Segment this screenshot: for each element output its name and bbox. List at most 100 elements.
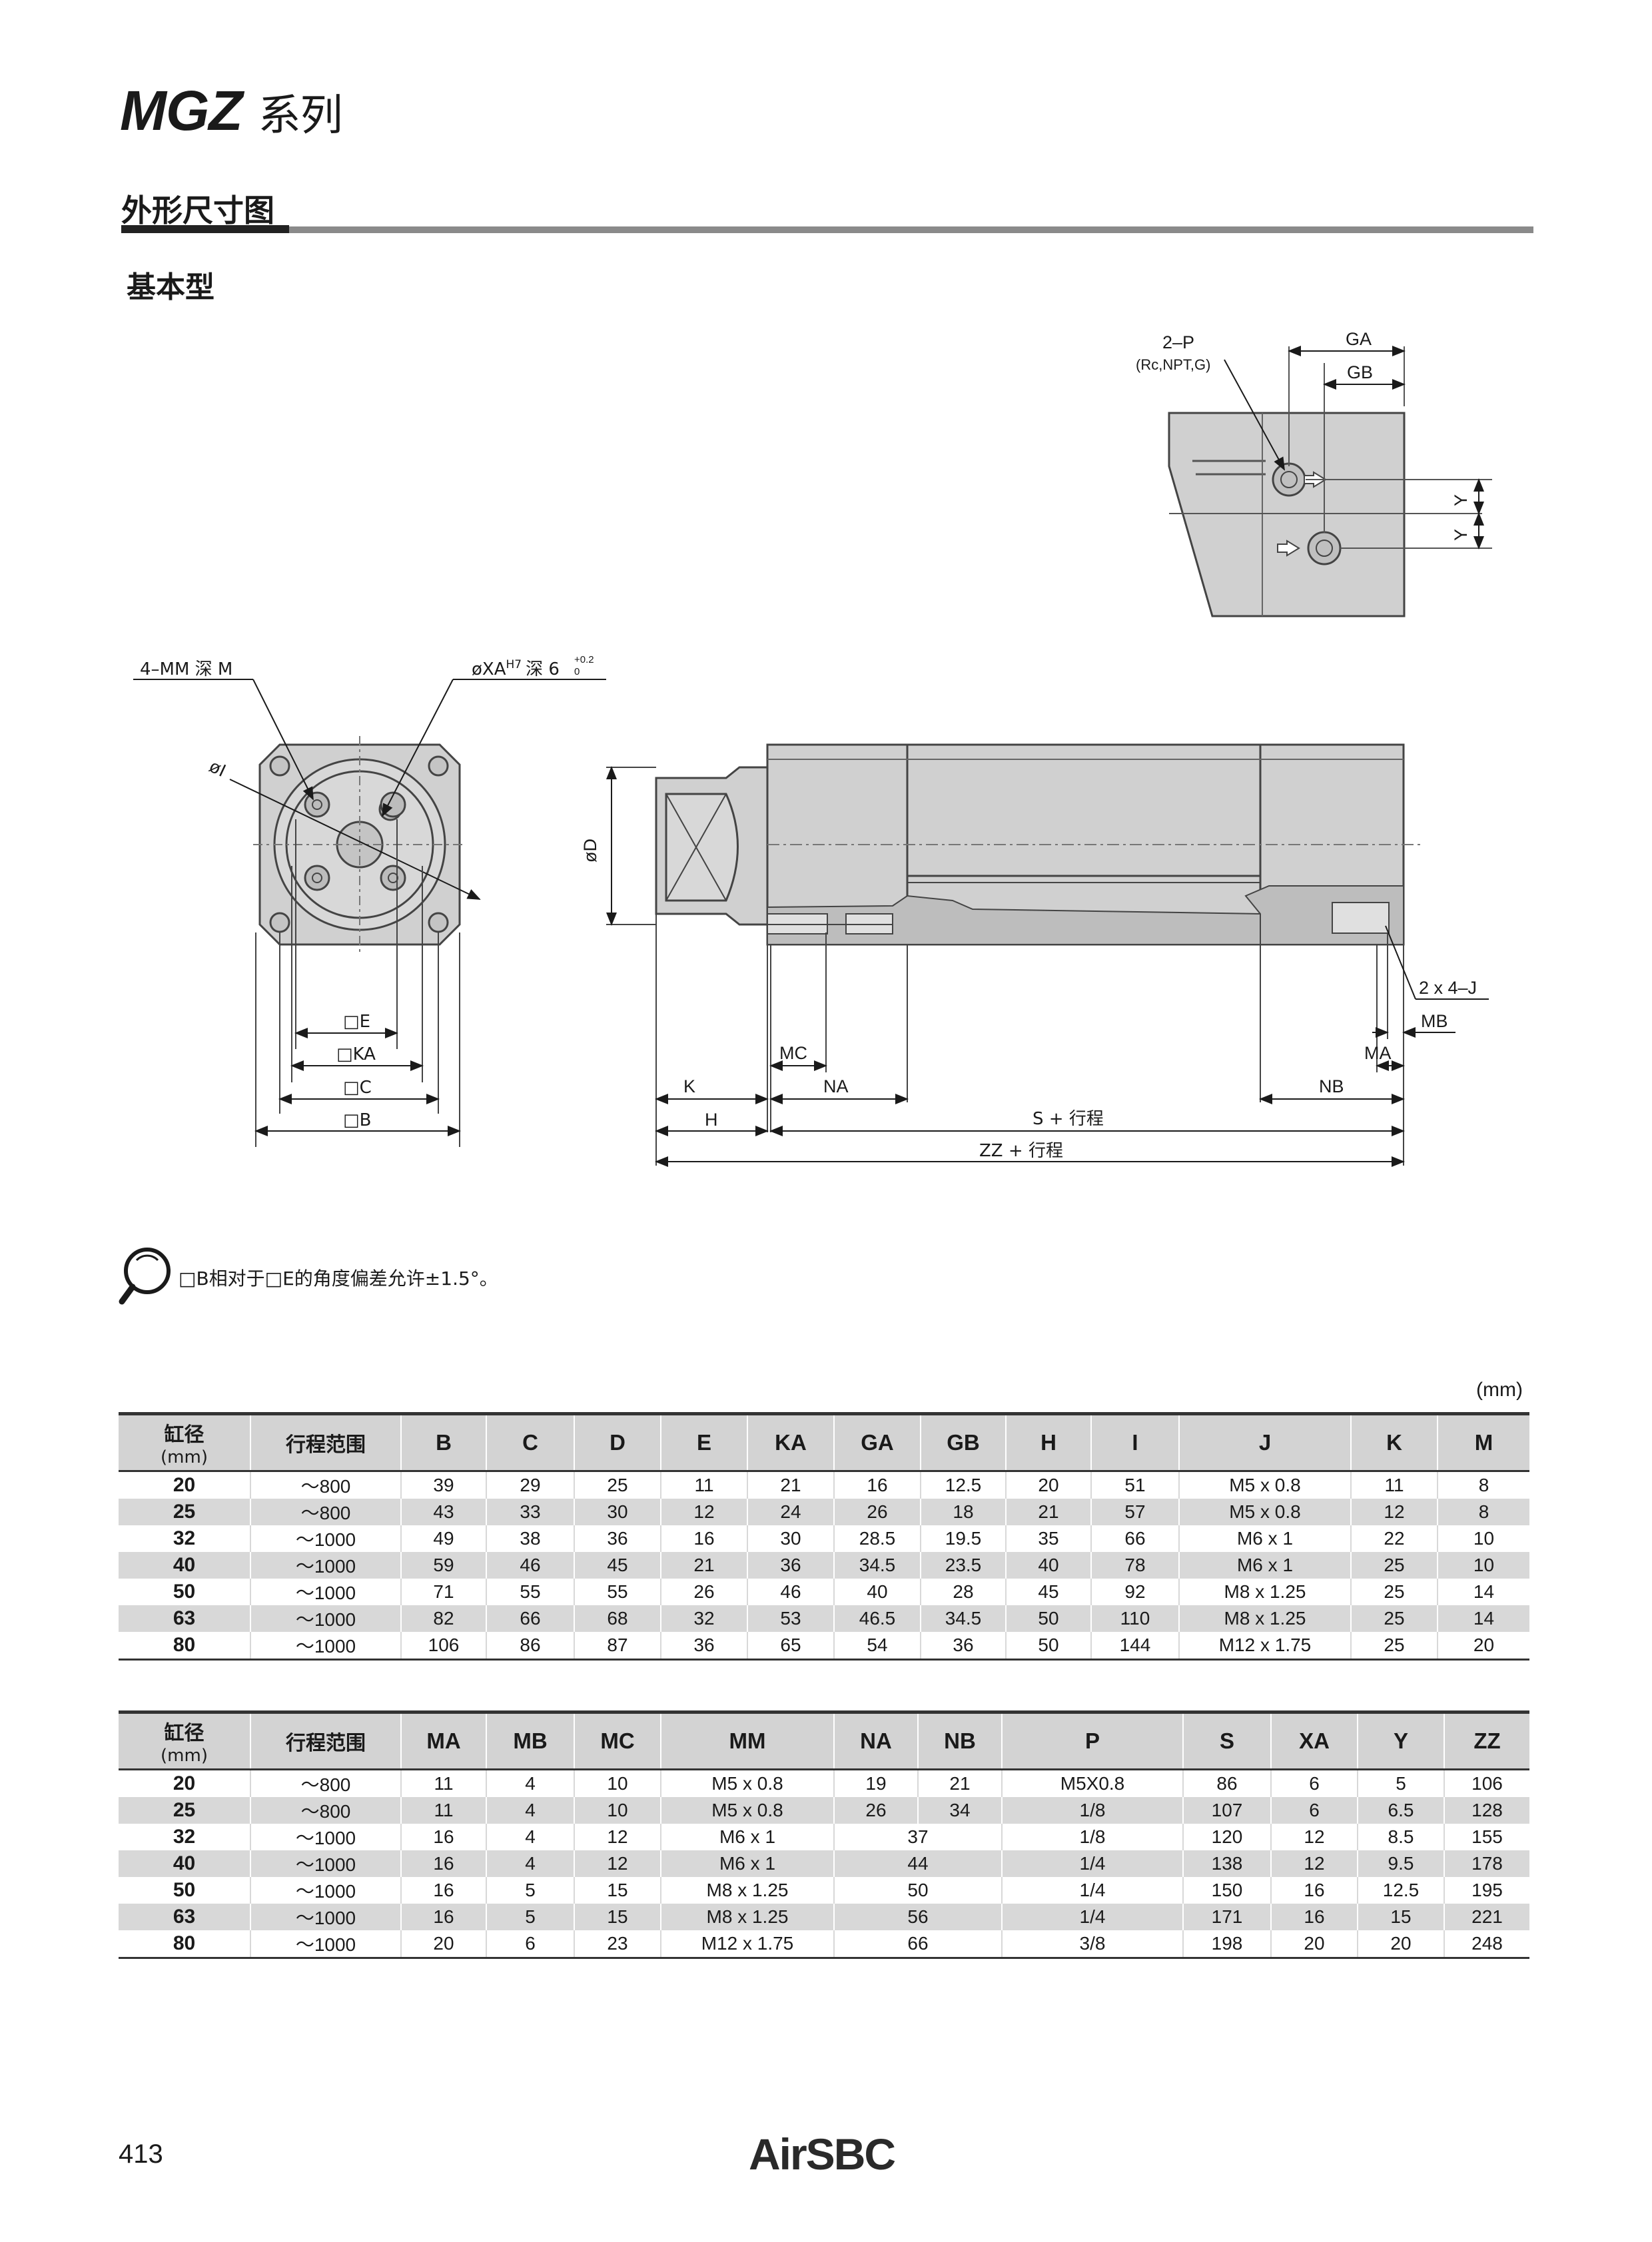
table-cell: M5 x 0.8 bbox=[1178, 1499, 1351, 1525]
bore-cell: 25 bbox=[119, 1797, 250, 1824]
col-y: Y bbox=[1357, 1710, 1444, 1770]
table-cell: 24 bbox=[747, 1499, 834, 1525]
table-cell: 78 bbox=[1090, 1552, 1179, 1579]
table-cell: 26 bbox=[833, 1797, 918, 1824]
table-cell: 11 bbox=[660, 1471, 747, 1499]
col-mb: MB bbox=[486, 1710, 574, 1770]
table-cell: 12 bbox=[1350, 1499, 1438, 1525]
label-xa-tol: H7 bbox=[506, 658, 522, 671]
col-p: P bbox=[1001, 1710, 1183, 1770]
table-cell: 37 bbox=[833, 1824, 1002, 1850]
table-header-row: 缸径(mm) 行程范围 MA MB MC MM NA NB P S XA Y Z… bbox=[119, 1710, 1529, 1770]
table-cell: 28 bbox=[920, 1579, 1006, 1605]
bore-cell: 25 bbox=[119, 1499, 250, 1525]
bore-cell: 50 bbox=[119, 1877, 250, 1904]
table-cell: 16 bbox=[833, 1471, 921, 1499]
table-cell: 28.5 bbox=[833, 1525, 921, 1552]
table-cell: ～800 bbox=[250, 1499, 401, 1525]
table-cell: ～1000 bbox=[250, 1605, 401, 1632]
table-cell: 12 bbox=[1270, 1824, 1358, 1850]
label-sq-b: □B bbox=[343, 1110, 371, 1130]
bore-cell: 20 bbox=[119, 1769, 250, 1797]
table-cell: 50 bbox=[1005, 1605, 1091, 1632]
brand-logo: AirSBC bbox=[749, 2129, 896, 2179]
note bbox=[117, 1244, 177, 1311]
table-cell: ～1000 bbox=[250, 1579, 401, 1605]
table-cell: ～1000 bbox=[250, 1904, 401, 1930]
table-cell: 20 bbox=[1437, 1632, 1529, 1661]
col-gb: GB bbox=[920, 1412, 1006, 1472]
table-cell: 1/8 bbox=[1001, 1824, 1183, 1850]
table-cell: M8 x 1.25 bbox=[660, 1904, 834, 1930]
table-cell: ～1000 bbox=[250, 1824, 401, 1850]
sub-title: 基本型 bbox=[127, 270, 214, 304]
table-cell: 19.5 bbox=[920, 1525, 1006, 1552]
table-cell: 36 bbox=[574, 1525, 661, 1552]
table-cell: M8 x 1.25 bbox=[1178, 1579, 1351, 1605]
col-zz: ZZ bbox=[1444, 1710, 1529, 1770]
table-cell: 54 bbox=[833, 1632, 921, 1661]
table-cell: 25 bbox=[1350, 1632, 1438, 1661]
table-cell: 38 bbox=[486, 1525, 574, 1552]
table-cell: 92 bbox=[1090, 1579, 1179, 1605]
section-rule-accent bbox=[121, 225, 289, 233]
table-cell: 198 bbox=[1182, 1930, 1271, 1959]
label-s-stroke: S + 行程 bbox=[1032, 1109, 1104, 1129]
table-cell: 6 bbox=[1270, 1769, 1358, 1797]
table-cell: 6.5 bbox=[1357, 1797, 1444, 1824]
col-d: D bbox=[574, 1412, 661, 1472]
table-cell: 43 bbox=[400, 1499, 486, 1525]
table-cell: 10 bbox=[574, 1797, 661, 1824]
table-cell: 18 bbox=[920, 1499, 1006, 1525]
section-rule bbox=[289, 226, 1533, 233]
table-cell: 4 bbox=[486, 1850, 574, 1877]
table-cell: 21 bbox=[917, 1769, 1002, 1797]
table-cell: 53 bbox=[747, 1605, 834, 1632]
table-cell: 34.5 bbox=[833, 1552, 921, 1579]
table-cell: 15 bbox=[574, 1877, 661, 1904]
table-cell: 33 bbox=[486, 1499, 574, 1525]
table-cell: 55 bbox=[486, 1579, 574, 1605]
table-cell: 66 bbox=[486, 1605, 574, 1632]
table-cell: 11 bbox=[1350, 1471, 1438, 1499]
table-cell: ～1000 bbox=[250, 1930, 401, 1959]
table-cell: 110 bbox=[1090, 1605, 1179, 1632]
table-cell: 23 bbox=[574, 1930, 661, 1959]
table-cell: 144 bbox=[1090, 1632, 1179, 1661]
col-s: S bbox=[1182, 1710, 1271, 1770]
col-mc: MC bbox=[574, 1710, 661, 1770]
table-cell: 35 bbox=[1005, 1525, 1091, 1552]
table-cell: 16 bbox=[400, 1877, 486, 1904]
table-cell: 30 bbox=[747, 1525, 834, 1552]
label-xa-hole: øXA bbox=[472, 659, 506, 679]
col-b: B bbox=[400, 1412, 486, 1472]
label-sq-e: □E bbox=[343, 1012, 370, 1032]
col-stroke-range: 行程范围 bbox=[250, 1412, 401, 1472]
table-cell: 12.5 bbox=[1357, 1877, 1444, 1904]
table-cell: 20 bbox=[400, 1930, 486, 1959]
col-j: J bbox=[1178, 1412, 1351, 1472]
table-cell: 9.5 bbox=[1357, 1850, 1444, 1877]
table-cell: 20 bbox=[1357, 1930, 1444, 1959]
table-cell: 6 bbox=[486, 1930, 574, 1959]
dimension-table-2: 缸径(mm) 行程范围 MA MB MC MM NA NB P S XA Y Z… bbox=[119, 1710, 1529, 1959]
table-cell: 40 bbox=[1005, 1552, 1091, 1579]
table-cell: 12 bbox=[1270, 1850, 1358, 1877]
label-sq-ka: □KA bbox=[336, 1044, 376, 1064]
table-cell: 56 bbox=[833, 1904, 1002, 1930]
col-nb: NB bbox=[917, 1710, 1002, 1770]
table-cell: M12 x 1.75 bbox=[1178, 1632, 1351, 1661]
label-nb: NB bbox=[1319, 1076, 1344, 1096]
label-xa-tol-upper: +0.2 bbox=[574, 654, 594, 665]
port-detail-view: GA GB Y Y 2–P (Rc,NPT,G) bbox=[1136, 329, 1492, 617]
table-cell: ～1000 bbox=[250, 1632, 401, 1661]
table-cell: 66 bbox=[1090, 1525, 1179, 1552]
dimension-table-1: 缸径(mm) 行程范围 B C D E KA GA GB H I J K M 2… bbox=[119, 1412, 1529, 1661]
table-cell: ～1000 bbox=[250, 1525, 401, 1552]
table-cell: 12 bbox=[574, 1824, 661, 1850]
label-ga: GA bbox=[1346, 329, 1372, 349]
table-cell: 5 bbox=[486, 1904, 574, 1930]
bore-cell: 63 bbox=[119, 1904, 250, 1930]
